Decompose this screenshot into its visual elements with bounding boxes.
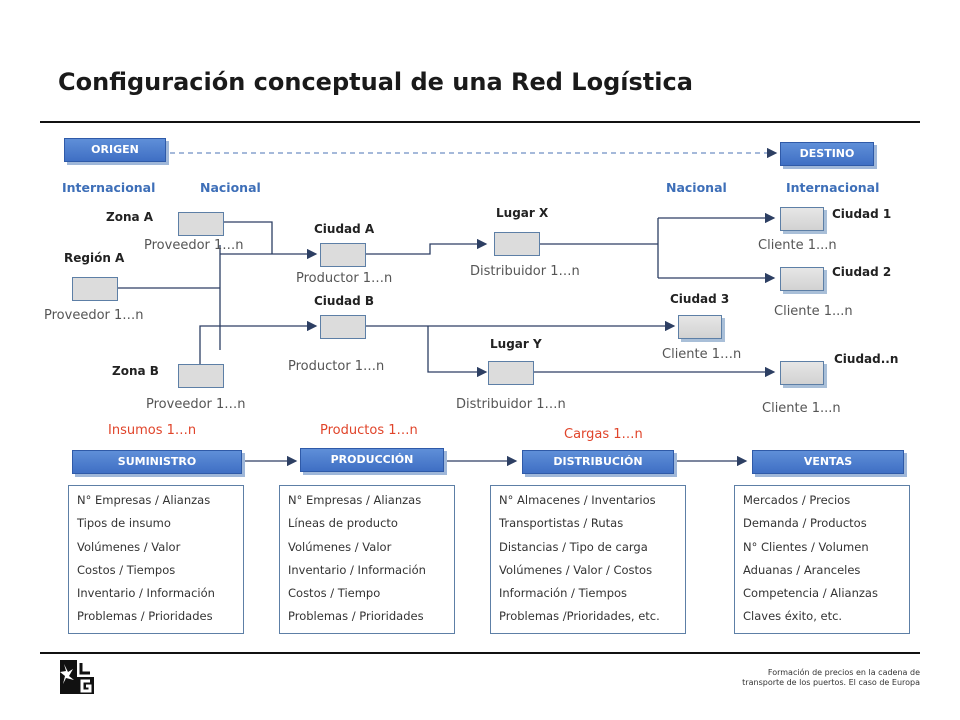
productos-flow-label: Productos 1…n: [320, 423, 418, 438]
stage-ventas-button[interactable]: VENTAS: [752, 450, 904, 474]
distribuidor-lugar-y-label: Distribuidor 1…n: [456, 397, 566, 412]
stage-suministro-button[interactable]: SUMINISTRO: [72, 450, 242, 474]
suministro-item: N° Empresas / Alianzas: [77, 493, 211, 507]
cliente-ciudad-1-node: [780, 207, 824, 231]
ventas-item: Claves éxito, etc.: [743, 609, 843, 624]
proveedor-zona-a-label: Proveedor 1…n: [144, 238, 244, 253]
produccion-item: Volúmenes / Valor: [288, 539, 392, 554]
lg-logo-icon: [60, 660, 94, 694]
produccion-panel: N° Empresas / Alianzas Líneas de product…: [279, 485, 455, 634]
produccion-item: N° Empresas / Alianzas: [288, 493, 422, 507]
proveedor-zona-b-label: Proveedor 1…n: [146, 397, 246, 412]
distribucion-item: N° Almacenes / Inventarios: [499, 493, 656, 507]
suministro-item: Tipos de insumo: [77, 516, 171, 531]
produccion-item: Costos / Tiempo: [288, 586, 381, 601]
ciudad-b-label: Ciudad B: [314, 294, 375, 308]
ciudad-n-label: Ciudad..n: [834, 352, 899, 366]
ciudad-1-label: Ciudad 1: [832, 207, 892, 221]
proveedor-zona-b-node: [178, 364, 224, 388]
lugar-x-label: Lugar X: [496, 206, 549, 220]
productor-ciudad-b-label: Productor 1…n: [288, 359, 385, 374]
proveedor-zona-a-node: [178, 212, 224, 236]
ventas-panel: Mercados / Precios Demanda / Productos N…: [734, 485, 910, 634]
produccion-item: Inventario / Información: [288, 562, 426, 577]
cliente-ciudad-n-node: [780, 361, 824, 385]
suministro-item: Costos / Tiempos: [77, 562, 176, 577]
distribuidor-lugar-x-label: Distribuidor 1…n: [470, 264, 580, 279]
lugar-y-label: Lugar Y: [490, 337, 542, 351]
proveedor-region-a-node: [72, 277, 118, 301]
ventas-item: N° Clientes / Volumen: [743, 539, 869, 554]
header-internacional-origen: Internacional: [62, 180, 156, 195]
produccion-item: Líneas de producto: [288, 516, 398, 531]
zona-b-label: Zona B: [112, 364, 159, 378]
region-a-label: Región A: [64, 251, 125, 265]
ventas-item: Mercados / Precios: [743, 493, 851, 507]
suministro-item: Problemas / Prioridades: [77, 609, 213, 624]
distribucion-item: Problemas /Prioridades, etc.: [499, 609, 660, 624]
zona-a-label: Zona A: [106, 210, 154, 224]
footer-divider: [40, 652, 920, 654]
footer-caption: Formación de precios en la cadena de tra…: [680, 668, 920, 688]
distribucion-item: Transportistas / Rutas: [499, 516, 624, 531]
stage-distribucion-button[interactable]: DISTRIBUCIÓN: [522, 450, 674, 474]
suministro-panel: N° Empresas / Alianzas Tipos de insumo V…: [68, 485, 244, 634]
proveedor-region-a-label: Proveedor 1…n: [44, 308, 144, 323]
ventas-item: Competencia / Alianzas: [743, 586, 878, 601]
distribucion-item: Volúmenes / Valor / Costos: [499, 562, 653, 577]
header-nacional-origen: Nacional: [200, 180, 261, 195]
distribucion-item: Información / Tiempos: [499, 586, 628, 601]
cliente-ciudad-2-label: Cliente 1...n: [774, 304, 853, 319]
productor-ciudad-b-node: [320, 315, 366, 339]
cliente-ciudad-3-node: [678, 315, 722, 339]
cliente-ciudad-n-label: Cliente 1...n: [762, 401, 841, 416]
distribuidor-lugar-y-node: [488, 361, 534, 385]
origen-button[interactable]: ORIGEN: [64, 138, 166, 162]
footer-caption-line-2: transporte de los puertos. El caso de Eu…: [742, 678, 920, 687]
ciudad-3-label: Ciudad 3: [670, 292, 730, 306]
productor-ciudad-a-label: Productor 1…n: [296, 271, 393, 286]
distribuidor-lugar-x-node: [494, 232, 540, 256]
distribucion-panel: N° Almacenes / Inventarios Transportista…: [490, 485, 686, 634]
ciudad-2-label: Ciudad 2: [832, 265, 892, 279]
footer-caption-line-1: Formación de precios en la cadena de: [767, 668, 920, 677]
distribucion-item: Distancias / Tipo de carga: [499, 539, 648, 554]
produccion-item: Problemas / Prioridades: [288, 609, 424, 624]
insumos-flow-label: Insumos 1…n: [108, 423, 197, 438]
cliente-ciudad-1-label: Cliente 1...n: [758, 238, 837, 253]
suministro-item: Volúmenes / Valor: [77, 539, 181, 554]
suministro-item: Inventario / Información: [77, 586, 215, 601]
cargas-flow-label: Cargas 1…n: [564, 427, 643, 442]
destino-button[interactable]: DESTINO: [780, 142, 874, 166]
ciudad-a-label: Ciudad A: [314, 222, 375, 236]
page-title: Configuración conceptual de una Red Logí…: [58, 68, 693, 96]
header-nacional-destino: Nacional: [666, 180, 727, 195]
ventas-item: Aduanas / Aranceles: [743, 562, 861, 577]
ventas-item: Demanda / Productos: [743, 516, 867, 531]
productor-ciudad-a-node: [320, 243, 366, 267]
header-internacional-destino: Internacional: [786, 180, 880, 195]
cliente-ciudad-2-node: [780, 267, 824, 291]
stage-produccion-button[interactable]: PRODUCCIÓN: [300, 448, 444, 472]
title-divider: [40, 121, 920, 123]
cliente-ciudad-3-label: Cliente 1…n: [662, 347, 742, 362]
